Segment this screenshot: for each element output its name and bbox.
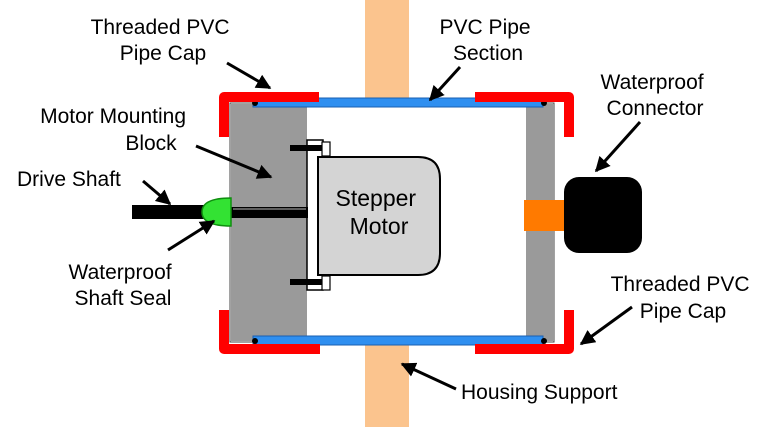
pipe-cap-bottom-right (475, 310, 574, 354)
label-pipe-section: PVC Pipe Section (440, 16, 537, 65)
waterproof-connector (564, 177, 642, 253)
shaft-seal (201, 197, 232, 227)
arrow-connector (594, 120, 642, 173)
pipe-cap-top-right (475, 92, 574, 137)
mount-screw (290, 279, 322, 285)
arrow-mount-block (195, 144, 273, 179)
connector-stub (524, 200, 566, 231)
motor-mounting-block (231, 104, 307, 341)
label-cap-bottom-right: Threaded PVC Pipe Cap (611, 273, 756, 323)
pipe-end-dot (541, 338, 547, 344)
mount-screw (290, 145, 322, 151)
arrow-cap-top-left (226, 61, 272, 90)
arrow-pipe-section (428, 65, 462, 102)
mount-screw (321, 275, 331, 291)
arrow-drive-shaft (142, 179, 172, 206)
housing-support-bottom (365, 345, 409, 427)
pvc-pipe-bottom (252, 335, 544, 346)
label-motor: Stepper Motor (336, 185, 423, 239)
pipe-end-dot (252, 338, 258, 344)
label-cap-top-left: Threaded PVC Pipe Cap (91, 16, 236, 65)
label-housing-support: Housing Support (461, 381, 618, 404)
arrow-shaft-seal (167, 219, 216, 252)
stepper-motor (317, 156, 441, 276)
label-drive-shaft: Drive Shaft (17, 168, 121, 191)
arrow-cap-bottom-right (579, 305, 633, 346)
label-shaft-seal: Waterproof Shaft Seal (69, 261, 178, 310)
drive-shaft-inner (228, 207, 308, 218)
pipe-cap-bottom-left (219, 310, 320, 354)
mount-screw (321, 141, 331, 157)
arrow-housing-support (400, 362, 457, 391)
pipe-cap-top-left (219, 92, 319, 137)
label-connector: Waterproof Connector (601, 71, 710, 120)
housing-support-top (365, 0, 409, 100)
label-mount-block: Motor Mounting Block (40, 105, 192, 155)
